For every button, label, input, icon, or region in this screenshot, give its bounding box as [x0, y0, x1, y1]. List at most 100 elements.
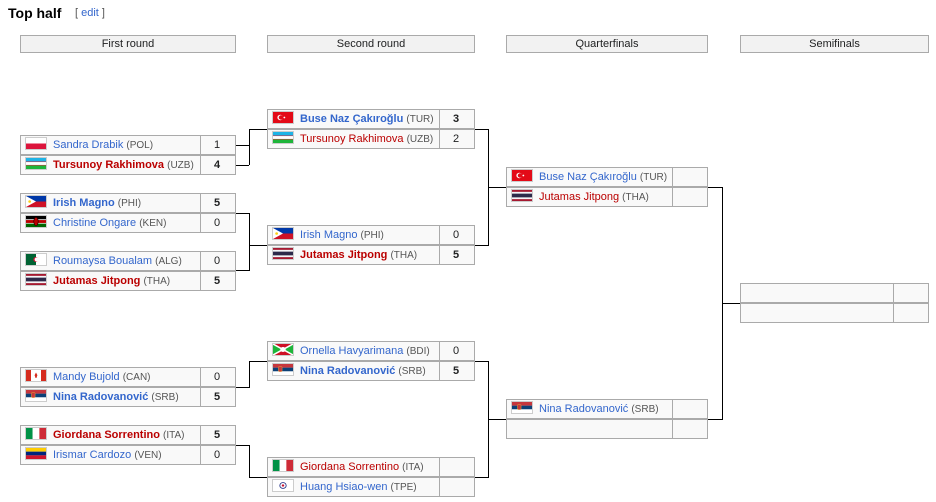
score-cell: 0: [213, 217, 221, 229]
competitor-cell: Roumaysa Boualam (ALG): [21, 252, 201, 270]
score-cell: [671, 188, 707, 206]
competitor-name-link[interactable]: Tursunoy Rakhimova: [53, 159, 165, 171]
flag-ken-icon: [25, 215, 47, 228]
flag-pol-icon: [25, 137, 47, 150]
competitor-cell: Ornella Havyarimana (BDI): [268, 342, 440, 360]
competitor-cell: Nina Radovanović (SRB): [507, 400, 673, 418]
competitor-cell: Tursunoy Rakhimova (UZB): [268, 130, 440, 148]
competitor-name-link[interactable]: Huang Hsiao-wen: [300, 481, 388, 493]
flag-alg-icon: [25, 253, 47, 266]
competitor-cell: Giordana Sorrentino (ITA): [21, 426, 201, 444]
bracket-slot: Ornella Havyarimana (BDI) 0: [267, 341, 475, 361]
country-code: (SRB): [151, 392, 179, 403]
flag-tur-icon: [511, 169, 533, 182]
competitor-name-link[interactable]: Jutamas Jitpong: [539, 191, 620, 203]
bracket-slot: Buse Naz Çakıroğlu (TUR): [506, 167, 708, 187]
flag-srb-icon: [25, 389, 47, 402]
country-code: (THA): [390, 250, 418, 261]
competitor-name-link[interactable]: Jutamas Jitpong: [300, 249, 388, 261]
score-cell: 0: [452, 345, 460, 357]
competitor-name-link[interactable]: Giordana Sorrentino: [53, 429, 160, 441]
competitor-cell: Nina Radovanović (SRB): [268, 362, 440, 380]
country-code: (TUR): [406, 114, 434, 125]
edit-section: [ edit ]: [75, 7, 105, 19]
bracket-slot: Tursunoy Rakhimova (UZB) 4: [20, 155, 236, 175]
competitor-cell: Jutamas Jitpong (THA): [268, 246, 440, 264]
competitor-cell: Giordana Sorrentino (ITA): [268, 458, 440, 476]
flag-phi-icon: [272, 227, 294, 240]
bracket-slot: [506, 419, 708, 439]
country-code: (SRB): [631, 404, 659, 415]
score-cell: 4: [213, 159, 221, 171]
flag-phi-icon: [25, 195, 47, 208]
competitor-cell: [741, 284, 894, 302]
competitor-cell: Irish Magno (PHI): [21, 194, 201, 212]
bracket-slot: Huang Hsiao-wen (TPE): [267, 477, 475, 497]
competitor-name-link[interactable]: Ornella Havyarimana: [300, 345, 404, 357]
country-code: (PHI): [117, 198, 142, 209]
flag-bdi-icon: [272, 343, 294, 356]
flag-can-icon: [25, 369, 47, 382]
competitor-cell: Sandra Drabik (POL): [21, 136, 201, 154]
competitor-cell: Huang Hsiao-wen (TPE): [268, 478, 440, 496]
score-cell: 0: [213, 255, 221, 267]
bracket-slot: Sandra Drabik (POL)1: [20, 135, 236, 155]
competitor-name-link[interactable]: Buse Naz Çakıroğlu: [539, 171, 637, 183]
competitor-name-link[interactable]: Giordana Sorrentino: [300, 461, 400, 473]
edit-link[interactable]: edit: [81, 7, 99, 19]
score-cell: [892, 284, 928, 302]
flag-srb-icon: [272, 363, 294, 376]
score-cell: [892, 304, 928, 322]
flag-uzb-icon: [25, 157, 47, 170]
score-cell: 5: [452, 365, 460, 377]
flag-srb-icon: [511, 401, 533, 414]
country-code: (UZB): [167, 160, 194, 171]
competitor-name-link[interactable]: Nina Radovanović: [300, 365, 396, 377]
competitor-name-link[interactable]: Buse Naz Çakıroğlu: [300, 113, 404, 125]
round-header-quarterfinals: Quarterfinals: [506, 35, 708, 53]
bracket-slot: [740, 283, 929, 303]
competitor-name-link[interactable]: Jutamas Jitpong: [53, 275, 141, 287]
bracket-slot: Nina Radovanović (SRB) 5: [20, 387, 236, 407]
country-code: (UZB): [406, 134, 434, 145]
competitor-name-link[interactable]: Irismar Cardozo: [53, 449, 132, 461]
bracket-slot: Jutamas Jitpong (THA): [506, 187, 708, 207]
competitor-name-link[interactable]: Christine Ongare: [53, 217, 137, 229]
competitor-name-link[interactable]: Irish Magno: [53, 197, 115, 209]
country-code: (ALG): [155, 256, 182, 267]
country-code: (THA): [143, 276, 171, 287]
score-cell: [671, 420, 707, 438]
score-cell: 5: [213, 429, 221, 441]
score-cell: 2: [452, 133, 460, 145]
competitor-name-link[interactable]: Mandy Bujold: [53, 371, 120, 383]
bracket-slot: Nina Radovanović (SRB): [506, 399, 708, 419]
country-code: (CAN): [122, 372, 151, 383]
flag-uzb-icon: [272, 131, 294, 144]
country-code: (TPE): [390, 482, 417, 493]
bracket-slot: Giordana Sorrentino (ITA) 5: [20, 425, 236, 445]
bracket-slot: Jutamas Jitpong (THA)5: [20, 271, 236, 291]
score-cell: [438, 478, 474, 496]
competitor-cell: [741, 304, 894, 322]
competitor-name-link[interactable]: Tursunoy Rakhimova: [300, 133, 404, 145]
round-header-second: Second round: [267, 35, 475, 53]
competitor-name-link[interactable]: Roumaysa Boualam: [53, 255, 153, 267]
page-title: Top half: [8, 5, 62, 21]
competitor-name-link[interactable]: Nina Radovanović: [539, 403, 629, 415]
competitor-name-link[interactable]: Irish Magno: [300, 229, 358, 241]
country-code: (SRB): [398, 366, 426, 377]
competitor-cell: Nina Radovanović (SRB): [21, 388, 201, 406]
bracket-slot: Irismar Cardozo (VEN)0: [20, 445, 236, 465]
flag-tha-icon: [25, 273, 47, 286]
competitor-name-link[interactable]: Nina Radovanović: [53, 391, 149, 403]
country-code: (ITA): [402, 462, 424, 473]
competitor-cell: Buse Naz Çakıroğlu (TUR): [268, 110, 440, 128]
country-code: (POL): [126, 140, 154, 151]
bracket-slot: Buse Naz Çakıroğlu (TUR)3: [267, 109, 475, 129]
competitor-cell: Mandy Bujold (CAN): [21, 368, 201, 386]
score-cell: 5: [213, 391, 221, 403]
country-code: (TUR): [639, 172, 668, 183]
competitor-name-link[interactable]: Sandra Drabik: [53, 139, 124, 151]
competitor-cell: Tursunoy Rakhimova (UZB): [21, 156, 201, 174]
country-code: (ITA): [163, 430, 185, 441]
